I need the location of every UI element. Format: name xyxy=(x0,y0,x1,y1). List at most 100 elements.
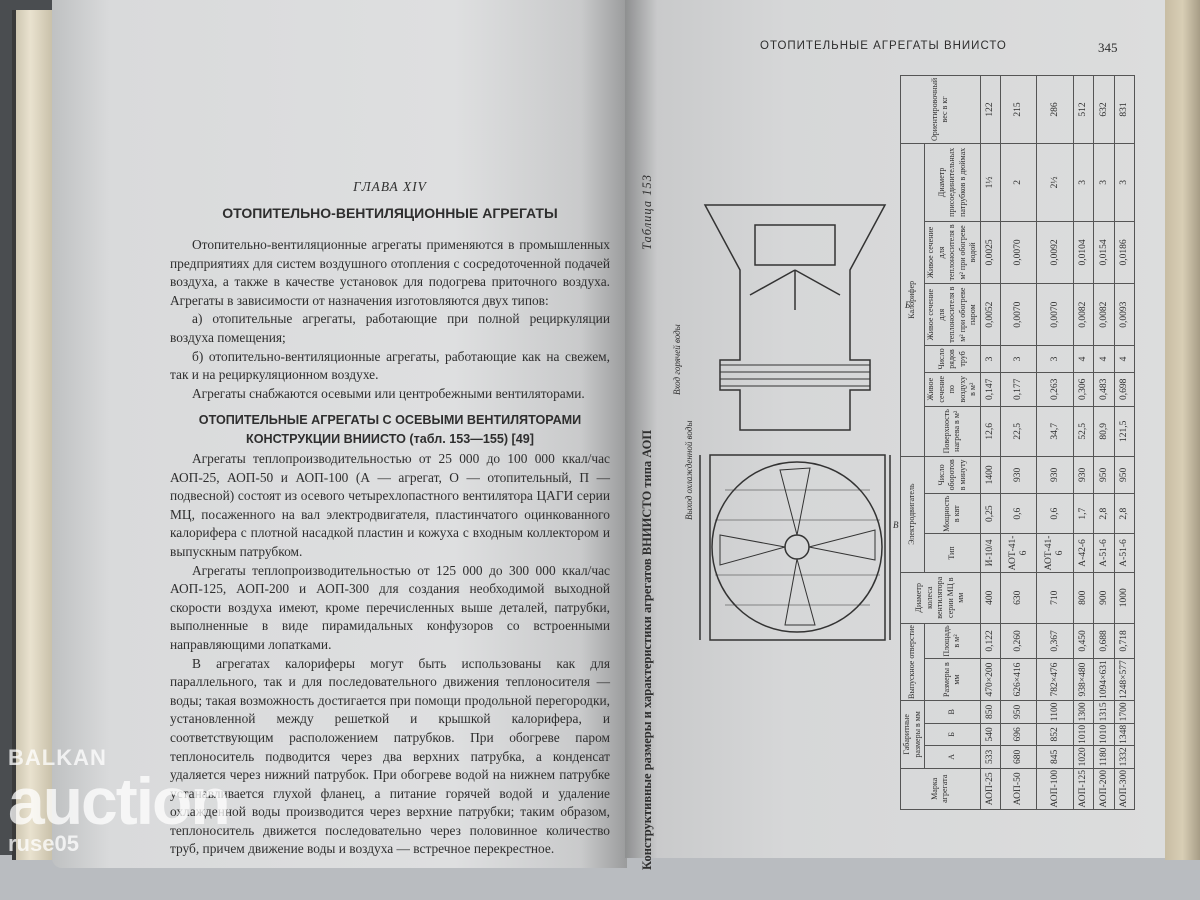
table-cell: 0,698 xyxy=(1114,372,1135,407)
table-cell: 1332 xyxy=(1114,745,1135,769)
table-cell: 400 xyxy=(980,572,1001,624)
table-cell: АОП-100 xyxy=(1036,768,1074,810)
header-motor: Электродвигатель xyxy=(900,456,925,573)
left-page xyxy=(52,0,627,868)
table-cell: АОП-300 xyxy=(1114,768,1135,810)
table-cell: АОП-50 xyxy=(1000,768,1037,810)
paragraph: Отопительно-вентиляционные агрегаты прим… xyxy=(170,237,610,308)
table-cell: 0,6 xyxy=(1036,493,1074,534)
table-cell: 0,718 xyxy=(1114,623,1135,659)
header-col: Тип xyxy=(924,533,980,573)
watermark-line: ruse05 xyxy=(8,831,79,856)
table-cell: 1315 xyxy=(1093,700,1114,724)
table-cell: 1400 xyxy=(980,456,1001,494)
table-cell: 1020 xyxy=(1073,745,1094,769)
intro-text: Отопительно-вентиляционные агрегаты прим… xyxy=(170,236,610,403)
table-cell: 0,483 xyxy=(1093,372,1114,407)
table-cell: 0,147 xyxy=(980,372,1001,407)
header-outlet: Выпускное отверстие xyxy=(900,623,925,701)
table-cell: АОТ-41-6 xyxy=(1000,533,1037,573)
label-cold-water-out: Выход охлажденной воды xyxy=(684,420,694,520)
header-col: В xyxy=(924,700,980,724)
table-cell: 540 xyxy=(980,723,1001,746)
paragraph: Агрегаты теплопроизводительностью от 125… xyxy=(170,562,610,652)
table-cell: 3 xyxy=(1093,143,1114,222)
table-cell: 710 xyxy=(1036,572,1074,624)
section-title: ОТОПИТЕЛЬНЫЕ АГРЕГАТЫ С ОСЕВЫМИ ВЕНТИЛЯТ… xyxy=(198,413,582,446)
heater-drawing xyxy=(699,204,891,641)
table-cell: 852 xyxy=(1036,723,1074,746)
table-cell: 0,122 xyxy=(980,623,1001,659)
table-cell: 0,0186 xyxy=(1114,221,1135,284)
table-cell: 0,367 xyxy=(1036,623,1074,659)
header-col: Площадь в м² xyxy=(924,623,980,659)
table-cell: 4 xyxy=(1073,345,1094,373)
running-head: ОТОПИТЕЛЬНЫЕ АГРЕГАТЫ ВНИИСТО xyxy=(760,40,1007,52)
table-cell: АОП-25 xyxy=(980,768,1001,810)
weight-cell: 831 xyxy=(1114,75,1135,144)
table-cell: 12,6 xyxy=(980,406,1001,457)
table-cell: 0,0052 xyxy=(980,283,1001,346)
table-cell: АОП-125 xyxy=(1073,768,1094,810)
table-cell: И-10/4 xyxy=(980,533,1001,573)
watermark-logo: BALKAN auction ruse05 xyxy=(8,745,231,857)
table-cell: АОП-200 xyxy=(1093,768,1114,810)
table-cell: 1094×631 xyxy=(1093,658,1114,701)
caption-text: Конструктивные размеры и характеристики … xyxy=(640,429,654,870)
table-cell: 1,7 xyxy=(1073,493,1094,534)
header-weight: Ориентировочный вес в кг xyxy=(900,75,980,144)
table-cell: 950 xyxy=(1114,456,1135,494)
paragraph: Агрегаты снабжаются осевыми или центробе… xyxy=(192,385,585,401)
header-col: Диаметр колеса вентилятора серии МЦ в мм xyxy=(900,572,980,624)
table-cell: АОТ-41-6 xyxy=(1036,533,1074,573)
weight-cell: 122 xyxy=(980,75,1001,144)
table-cell: 2 xyxy=(1000,143,1037,222)
table-cell: 22,5 xyxy=(1000,406,1037,457)
table-cell: 121,5 xyxy=(1114,406,1135,457)
header-col: Число оборотов в минуту xyxy=(924,456,980,494)
table-cell: 850 xyxy=(980,700,1001,724)
table-cell: 0,0082 xyxy=(1093,283,1114,346)
table-cell: 0,6 xyxy=(1000,493,1037,534)
table-cell: 1180 xyxy=(1093,745,1114,769)
table-cell: 845 xyxy=(1036,745,1074,769)
table-cell: 0,25 xyxy=(980,493,1001,534)
header-col: Живое сечение для теплоносителя в м² при… xyxy=(924,283,980,346)
table-cell: 950 xyxy=(1093,456,1114,494)
table-cell: 782×476 xyxy=(1036,658,1074,701)
table-cell: 2½ xyxy=(1036,143,1074,222)
table-number: Таблица 153 xyxy=(640,174,654,250)
table-cell: 930 xyxy=(1000,456,1037,494)
table-cell: 0,0092 xyxy=(1036,221,1074,284)
data-table: Марка агрегата Габаритные размеры в мм В… xyxy=(900,75,1135,810)
table-cell: 34,7 xyxy=(1036,406,1074,457)
table-cell: 470×200 xyxy=(980,658,1001,701)
table-cell: 1½ xyxy=(980,143,1001,222)
table-cell: 938×480 xyxy=(1073,658,1094,701)
paragraph: Агрегаты теплопроизводительностью от 25 … xyxy=(170,451,610,559)
header-dims: Габаритные размеры в мм xyxy=(900,700,925,769)
table-cell: 0,306 xyxy=(1073,372,1094,407)
dim-v: В xyxy=(893,520,899,530)
table-cell: 3 xyxy=(1036,345,1074,373)
header-col: А xyxy=(924,745,980,769)
header-col: Б xyxy=(924,723,980,746)
table-cell: 1300 xyxy=(1073,700,1094,724)
table-cell: 900 xyxy=(1093,572,1114,624)
chapter-title: ОТОПИТЕЛЬНО-ВЕНТИЛЯЦИОННЫЕ АГРЕГАТЫ xyxy=(222,205,558,221)
header-mark: Марка агрегата xyxy=(900,768,980,810)
table-cell: 0,0070 xyxy=(1036,283,1074,346)
right-page xyxy=(625,0,1165,858)
weight-cell: 286 xyxy=(1036,75,1074,144)
header-col: Живое сечение для теплоносителя в м² при… xyxy=(924,221,980,284)
table-cell: 626×416 xyxy=(1000,658,1037,701)
table-cell: 1248×577 xyxy=(1114,658,1135,701)
table-cell: 930 xyxy=(1073,456,1094,494)
table-cell: 0,0070 xyxy=(1000,283,1037,346)
table-cell: 1700 xyxy=(1114,700,1135,724)
table-cell: 0,0093 xyxy=(1114,283,1135,346)
